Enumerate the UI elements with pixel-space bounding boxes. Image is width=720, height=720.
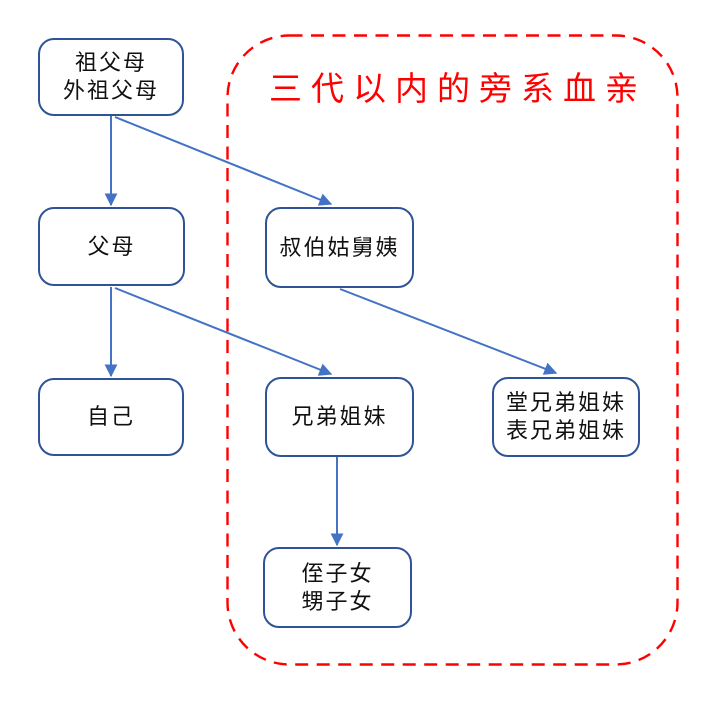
node-self: 自己 — [38, 378, 184, 456]
node-self-label: 自己 — [86, 404, 135, 430]
node-nephews-nieces: 侄子女 甥子女 — [263, 547, 412, 628]
edge-parents-siblings — [114, 287, 333, 376]
diagram-title: 三代以内的旁系血亲 — [269, 70, 647, 107]
edge-uncles-aunts-cousins — [339, 288, 558, 375]
node-parents: 父母 — [38, 207, 185, 286]
node-nephews-nieces-label: 侄子女 甥子女 — [301, 560, 374, 614]
node-parents-label: 父母 — [87, 233, 136, 259]
node-grandparents: 祖父母 外祖父母 — [38, 38, 184, 116]
collateral-region-dashed-border — [226, 34, 679, 666]
node-siblings-label: 兄弟姐妹 — [291, 404, 388, 430]
node-grandparents-label: 祖父母 外祖父母 — [62, 50, 159, 103]
edge-grandparents-uncles-aunts — [114, 116, 333, 206]
node-siblings: 兄弟姐妹 — [265, 377, 414, 457]
node-cousins: 堂兄弟姐妹 表兄弟姐妹 — [492, 377, 640, 457]
node-uncles-aunts-label: 叔伯姑舅姨 — [279, 234, 400, 260]
node-cousins-label: 堂兄弟姐妹 表兄弟姐妹 — [505, 390, 626, 443]
node-uncles-aunts: 叔伯姑舅姨 — [265, 207, 414, 288]
